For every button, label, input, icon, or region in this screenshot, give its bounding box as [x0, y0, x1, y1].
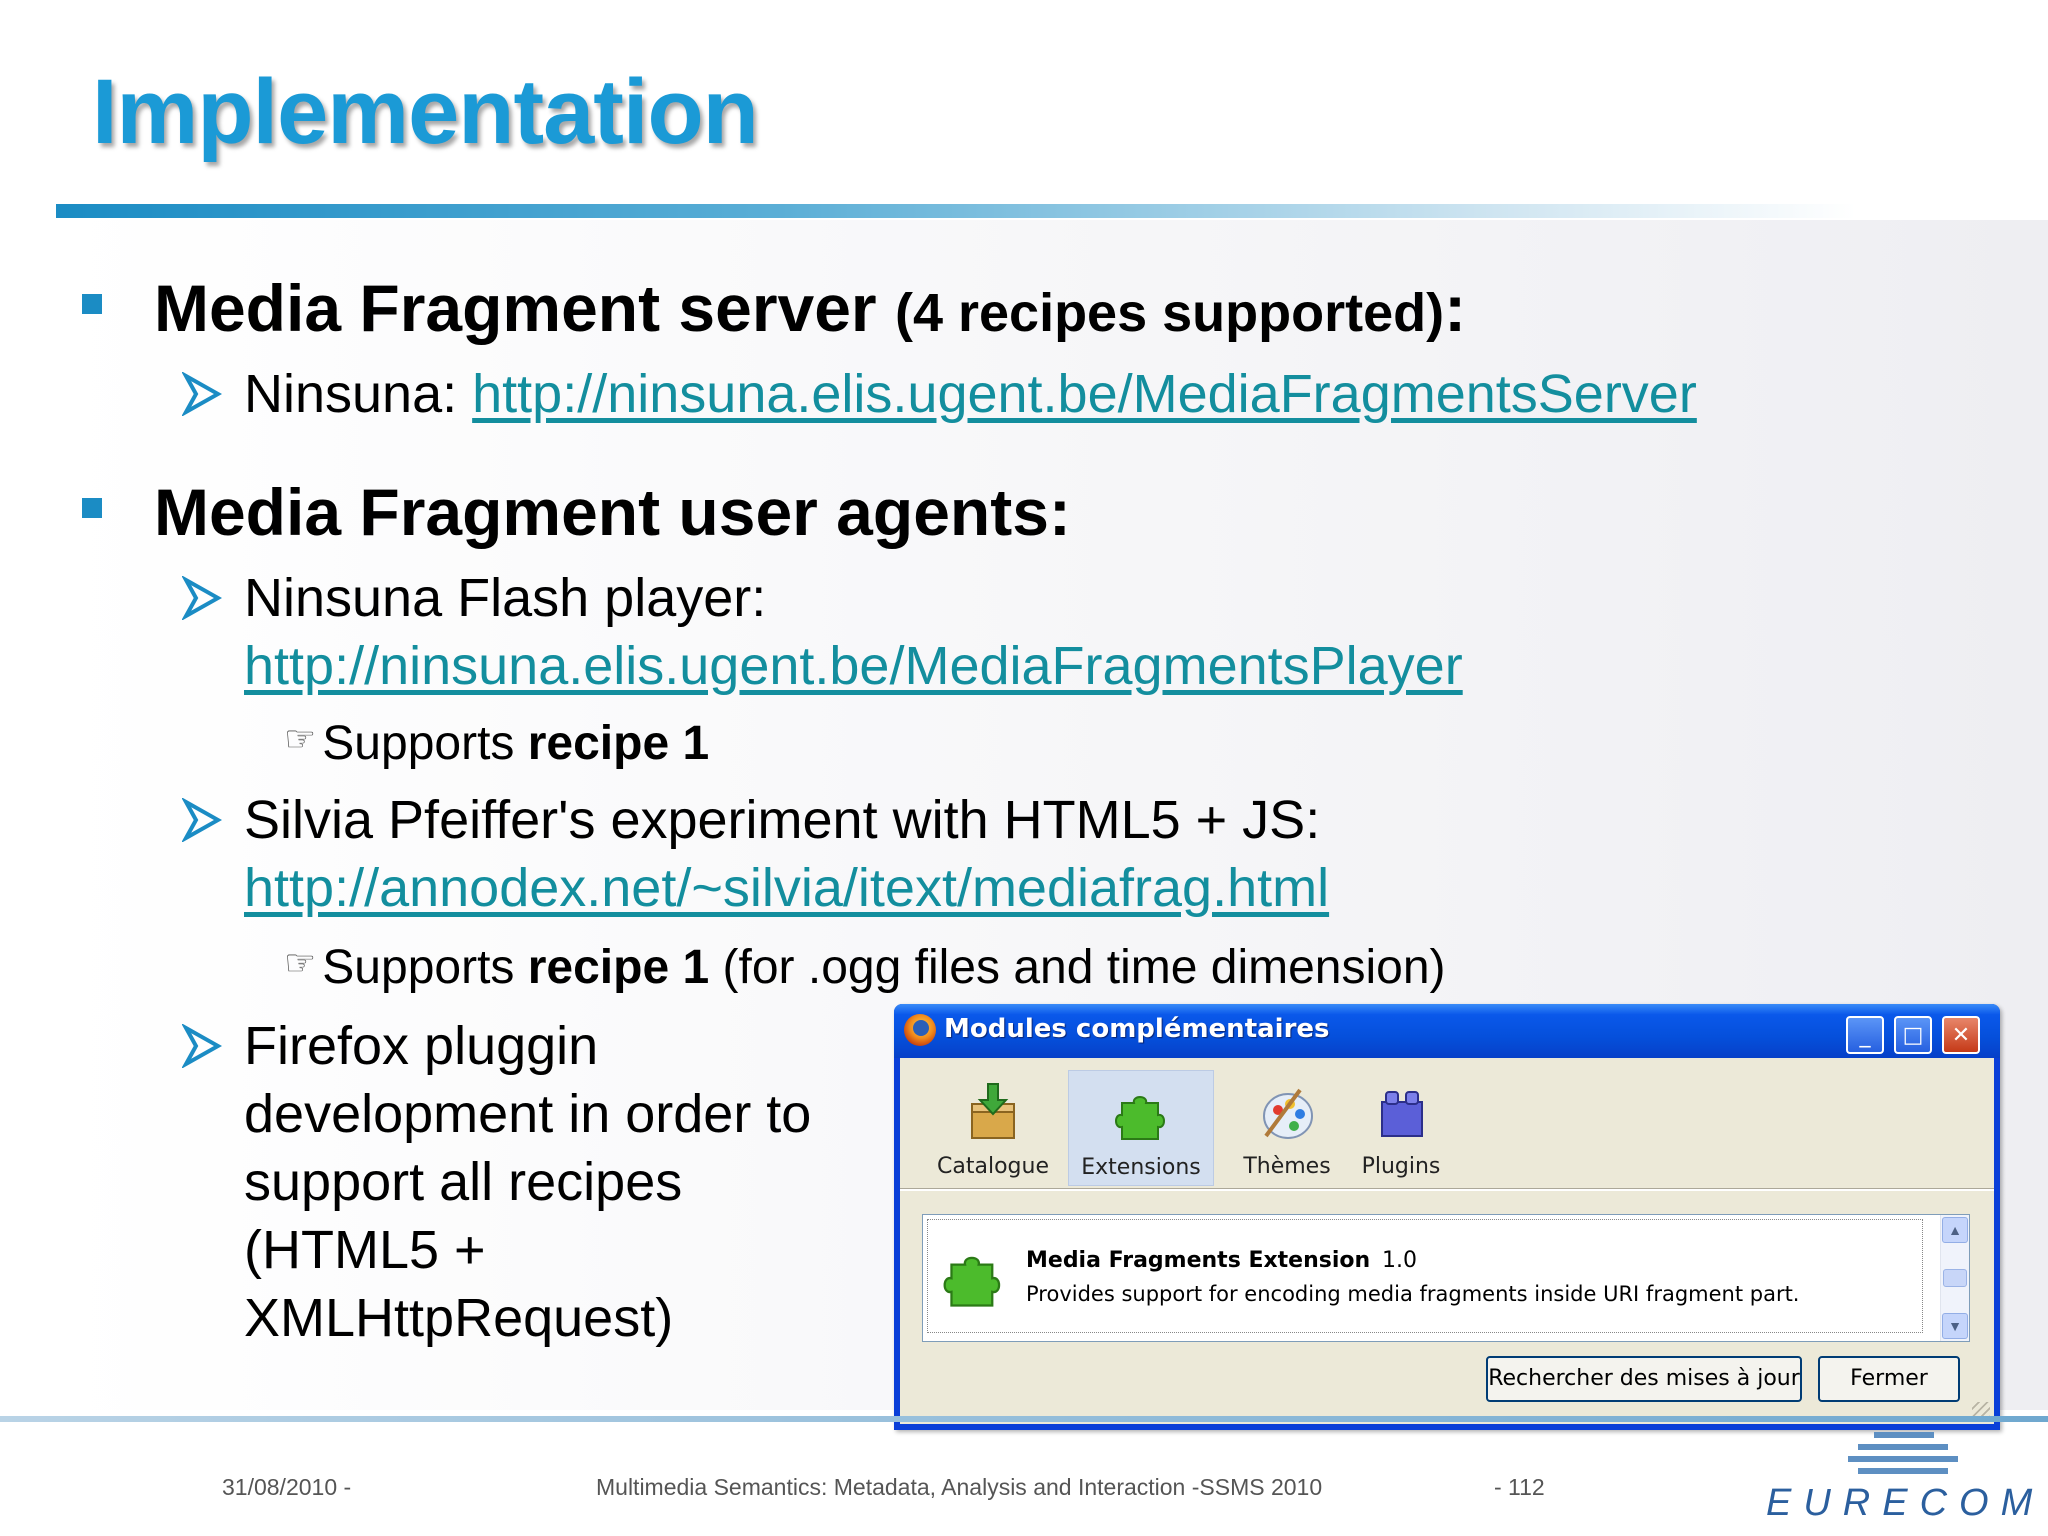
pointing-hand-icon: ☞: [284, 942, 317, 983]
note-prefix: Supports: [322, 941, 528, 994]
addons-dialog: Modules complémentaires _ □ ✕ Catalogue …: [894, 1004, 2000, 1430]
square-bullet-icon: [82, 294, 102, 314]
arrow-bullet-icon: [182, 798, 222, 842]
extension-list-item[interactable]: Media Fragments Extension 1.0 Provides s…: [927, 1219, 1923, 1333]
flash-player-note: ☞Supports recipe 1: [284, 716, 709, 771]
server-heading-colon: :: [1444, 271, 1467, 345]
check-updates-button[interactable]: Rechercher des mises à jour: [1486, 1356, 1802, 1402]
scroll-down-arrow-icon[interactable]: ▼: [1942, 1313, 1968, 1339]
dialog-title: Modules complémentaires: [944, 1014, 1330, 1044]
footer-date: 31/08/2010 -: [222, 1474, 352, 1500]
catalogue-icon: [971, 1083, 1015, 1139]
firefox-plugin-line: (HTML5 +: [244, 1220, 486, 1280]
palette-icon: [1263, 1088, 1313, 1139]
extension-name: Media Fragments Extension: [1026, 1248, 1371, 1273]
server-heading-note: (4 recipes supported): [894, 283, 1445, 343]
eurecom-logo: EURECOM: [1762, 1430, 2042, 1530]
pointing-hand-icon: ☞: [284, 718, 317, 759]
note-bold: recipe 1: [527, 717, 710, 770]
note-suffix: (for .ogg files and time dimension): [709, 941, 1446, 994]
arrow-bullet-icon: [182, 372, 222, 416]
square-bullet-icon: [82, 498, 102, 518]
extensions-label: Extensions: [1081, 1155, 1201, 1180]
pfeiffer-note: ☞Supports recipe 1 (for .ogg files and t…: [284, 940, 1446, 995]
firefox-plugin-line: Firefox pluggin: [244, 1016, 599, 1076]
scroll-up-arrow-icon[interactable]: ▲: [1942, 1217, 1968, 1243]
catalogue-label: Catalogue: [937, 1154, 1049, 1179]
slide-title: Implementation: [92, 61, 759, 163]
close-window-button[interactable]: ✕: [1942, 1016, 1980, 1054]
note-bold: recipe 1: [527, 941, 710, 994]
close-button[interactable]: Fermer: [1818, 1356, 1960, 1402]
server-link[interactable]: http://ninsuna.elis.ugent.be/MediaFragme…: [472, 364, 1697, 424]
toolbar-themes[interactable]: Thèmes: [1214, 1070, 1360, 1186]
server-heading-text: Media Fragment server: [154, 271, 877, 345]
pfeiffer-item: Silvia Pfeiffer's experiment with HTML5 …: [244, 786, 1329, 922]
server-item-label: Ninsuna:: [244, 364, 473, 424]
arrow-bullet-icon: [182, 576, 222, 620]
list-scrollbar[interactable]: ▲ ▼: [1940, 1215, 1969, 1341]
firefox-plugin-line: support all recipes: [244, 1152, 683, 1212]
logo-wordmark: EURECOM: [1766, 1482, 2045, 1524]
extensions-list: Media Fragments Extension 1.0 Provides s…: [922, 1214, 1970, 1342]
firefox-icon: [904, 1014, 936, 1046]
resize-grip-icon[interactable]: [1972, 1402, 1990, 1420]
puzzle-icon: [1115, 1096, 1165, 1140]
firefox-plugin-line: XMLHttpRequest): [244, 1288, 674, 1348]
scroll-thumb[interactable]: [1943, 1269, 1967, 1287]
extension-puzzle-icon: [943, 1256, 1001, 1307]
footer-course: Multimedia Semantics: Metadata, Analysis…: [596, 1474, 1323, 1500]
pfeiffer-link[interactable]: http://annodex.net/~silvia/itext/mediafr…: [244, 858, 1330, 918]
title-underline: [56, 204, 1856, 218]
plugins-label: Plugins: [1361, 1154, 1441, 1179]
note-prefix: Supports: [322, 717, 528, 770]
footer-page-number: - 112: [1494, 1474, 1545, 1500]
extension-version: 1.0: [1382, 1248, 1417, 1273]
maximize-button[interactable]: □: [1894, 1016, 1932, 1054]
toolbar-catalogue[interactable]: Catalogue: [920, 1070, 1066, 1186]
dialog-titlebar[interactable]: Modules complémentaires _ □ ✕: [894, 1004, 2000, 1058]
dialog-body: Catalogue Extensions Thèmes Plugins: [900, 1058, 1994, 1424]
flash-player-label: Ninsuna Flash player:: [244, 568, 767, 628]
firefox-plugin-line: development in order to: [244, 1084, 812, 1144]
arrow-bullet-icon: [182, 1024, 222, 1068]
firefox-plugin-item: Firefox pluggin development in order to …: [244, 1012, 811, 1352]
plugin-block-icon: [1381, 1091, 1423, 1137]
toolbar-separator: [900, 1188, 1994, 1191]
toolbar-extensions[interactable]: Extensions: [1068, 1070, 1214, 1186]
toolbar-plugins[interactable]: Plugins: [1328, 1070, 1474, 1186]
themes-label: Thèmes: [1243, 1154, 1331, 1179]
footer-rule: [0, 1416, 2048, 1422]
flash-player-link[interactable]: http://ninsuna.elis.ugent.be/MediaFragme…: [244, 636, 1463, 696]
flash-player-item: Ninsuna Flash player: http://ninsuna.eli…: [244, 564, 1463, 700]
minimize-button[interactable]: _: [1846, 1016, 1884, 1054]
bullet-heading-server: Media Fragment server (4 recipes support…: [154, 270, 1466, 346]
bullet-heading-agents: Media Fragment user agents:: [154, 475, 1071, 549]
extension-description: Provides support for encoding media frag…: [1026, 1282, 1800, 1306]
pfeiffer-label: Silvia Pfeiffer's experiment with HTML5 …: [244, 790, 1321, 850]
server-item: Ninsuna: http://ninsuna.elis.ugent.be/Me…: [244, 360, 1697, 428]
